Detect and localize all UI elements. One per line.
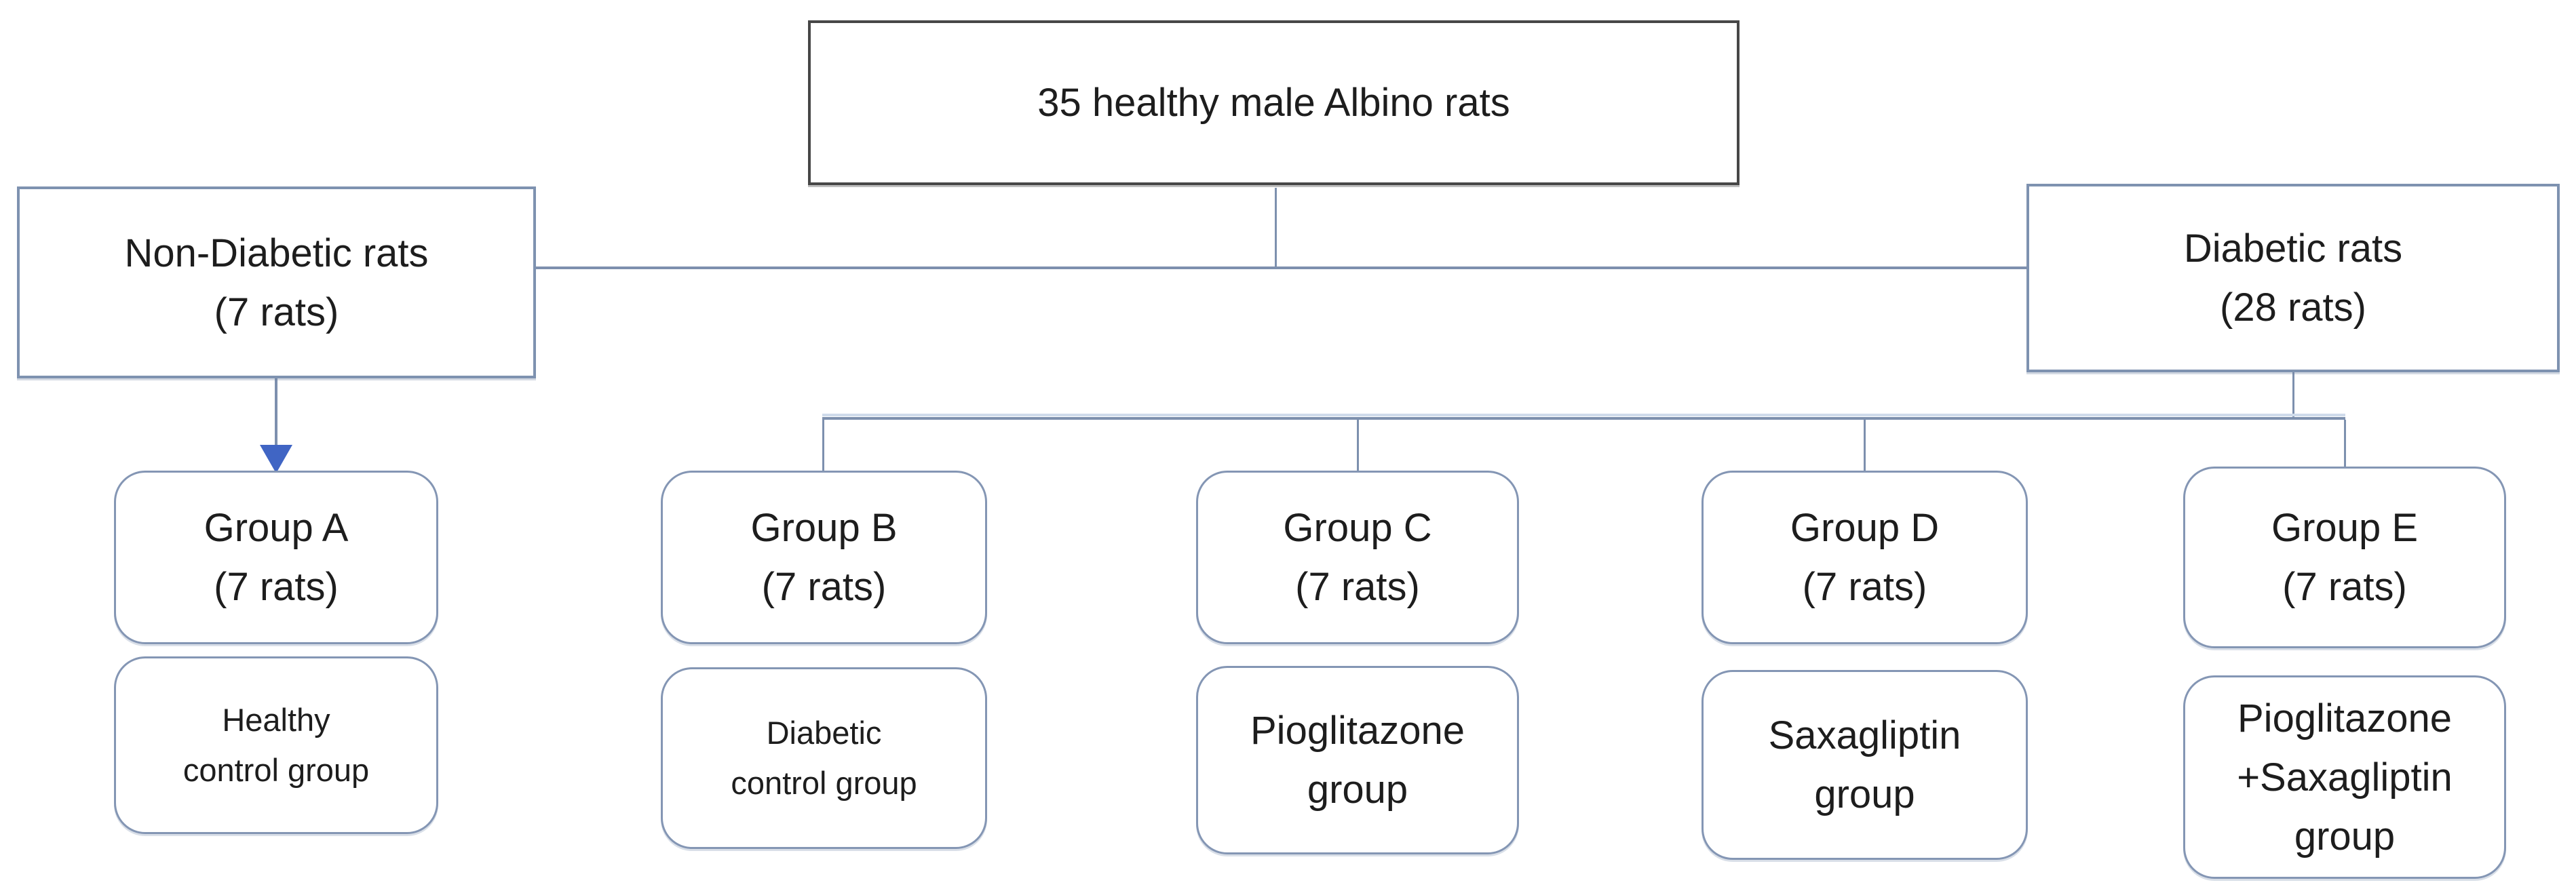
group-b-box: Group B (7 rats) xyxy=(661,471,987,644)
group-a-count: (7 rats) xyxy=(214,565,339,609)
non-diabetic-label: Non-Diabetic rats xyxy=(124,231,429,275)
connector-drop-group-e xyxy=(2344,420,2346,467)
treatment-a-box: Healthy control group xyxy=(114,656,438,834)
connector-subgroup-horizontal xyxy=(822,417,2345,420)
connector-branch-horizontal xyxy=(536,266,2026,269)
treatment-d-line2: group xyxy=(1814,772,1915,816)
treatment-e-box: Pioglitazone +Saxagliptin group xyxy=(2183,675,2506,879)
treatment-e-line2: +Saxagliptin xyxy=(2237,755,2453,799)
diabetic-count: (28 rats) xyxy=(2220,285,2366,330)
group-c-box: Group C (7 rats) xyxy=(1196,471,1519,644)
group-b-count: (7 rats) xyxy=(761,565,887,609)
treatment-c-box: Pioglitazone group xyxy=(1196,666,1519,854)
group-a-box: Group A (7 rats) xyxy=(114,471,438,644)
diabetic-box: Diabetic rats (28 rats) xyxy=(2026,184,2560,372)
treatment-d-box: Saxagliptin group xyxy=(1702,670,2028,860)
treatment-b-line2: control group xyxy=(731,765,917,801)
group-c-count: (7 rats) xyxy=(1295,565,1420,609)
diabetic-label: Diabetic rats xyxy=(2183,226,2403,271)
treatment-e-line1: Pioglitazone xyxy=(2237,696,2452,740)
connector-diabetic-stem xyxy=(2292,372,2294,418)
treatment-a-line2: control group xyxy=(182,752,370,788)
non-diabetic-count: (7 rats) xyxy=(214,290,339,334)
connector-root-stem xyxy=(1275,188,1277,268)
group-d-box: Group D (7 rats) xyxy=(1702,471,2028,644)
group-c-name: Group C xyxy=(1283,506,1432,550)
treatment-b-box: Diabetic control group xyxy=(661,667,987,849)
arrow-down-icon xyxy=(260,445,292,473)
connector-drop-group-b xyxy=(822,420,824,471)
root-box-label: 35 healthy male Albino rats xyxy=(1037,81,1510,125)
treatment-b-line1: Diabetic xyxy=(766,714,882,751)
group-e-box: Group E (7 rats) xyxy=(2183,467,2506,648)
connector-non-diabetic-stem xyxy=(275,378,277,448)
connector-drop-group-c xyxy=(1357,420,1359,471)
root-box: 35 healthy male Albino rats xyxy=(808,20,1739,185)
group-e-count: (7 rats) xyxy=(2282,565,2407,609)
non-diabetic-box: Non-Diabetic rats (7 rats) xyxy=(17,186,536,378)
group-d-count: (7 rats) xyxy=(1802,565,1927,609)
treatment-e-line3: group xyxy=(2294,814,2396,858)
treatment-c-line1: Pioglitazone xyxy=(1250,709,1465,753)
treatment-d-line1: Saxagliptin xyxy=(1768,713,1961,757)
treatment-c-line2: group xyxy=(1307,768,1408,812)
connector-drop-group-d xyxy=(1864,420,1866,471)
treatment-a-line1: Healthy xyxy=(222,701,330,738)
group-d-name: Group D xyxy=(1790,506,1940,550)
group-e-name: Group E xyxy=(2271,506,2418,550)
group-a-name: Group A xyxy=(204,506,349,550)
group-b-name: Group B xyxy=(750,506,898,550)
